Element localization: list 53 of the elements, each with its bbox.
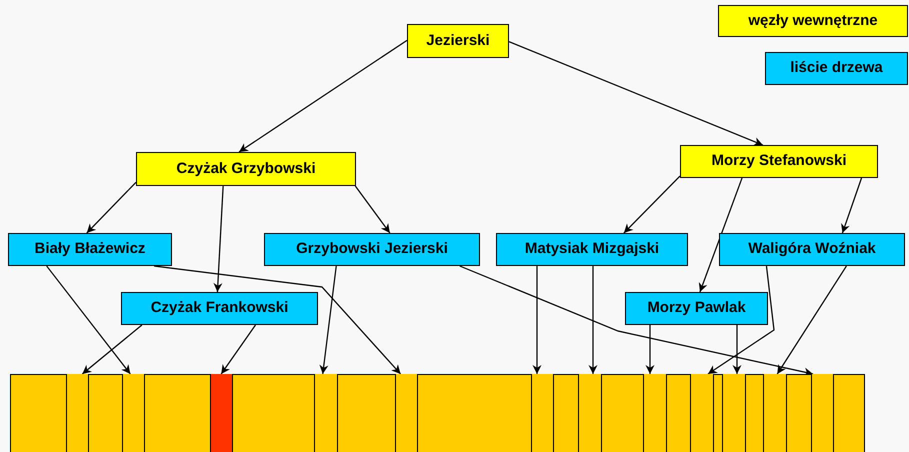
- leaf-node-box: [496, 233, 688, 266]
- node-label: Czyżak Grzybowski: [176, 158, 316, 179]
- file-bar: [10, 374, 865, 452]
- node-label: Matysiak Mizgajski: [524, 239, 660, 260]
- record-cell: [763, 374, 787, 452]
- arrow: [708, 266, 775, 375]
- node-label: Biały Błażewicz: [34, 239, 146, 260]
- record-cell: [122, 374, 145, 452]
- arrow: [623, 176, 680, 234]
- arrow: [698, 178, 743, 292]
- leaf-node-box: [719, 233, 905, 266]
- leaf-node-box: [8, 233, 172, 266]
- record-cell: [690, 374, 714, 452]
- arrow: [82, 324, 142, 374]
- node-label: Czyżak Frankowski: [150, 298, 288, 318]
- arrow: [776, 266, 847, 374]
- record-cell: [210, 374, 233, 452]
- record-cell: [314, 374, 338, 452]
- node-label: Morzy Pawlak: [647, 298, 746, 318]
- node-label: Jezierski: [426, 30, 490, 51]
- arrow: [213, 186, 224, 292]
- record-cell: [578, 374, 602, 452]
- record-cell: [66, 374, 89, 452]
- arrow: [841, 178, 862, 234]
- arrow: [319, 266, 337, 374]
- arrow: [732, 325, 742, 374]
- node-label: Waligóra Woźniak: [748, 239, 876, 260]
- arrow: [86, 182, 136, 234]
- leaf-node-box: [625, 292, 768, 325]
- node-label: Morzy Stefanowski: [711, 151, 847, 172]
- arrow: [46, 266, 131, 374]
- arrow: [354, 186, 390, 234]
- record-cell: [811, 374, 834, 452]
- arrow: [532, 266, 542, 374]
- arrow: [460, 265, 814, 376]
- record-cell: [722, 374, 746, 452]
- internal-node-box: [136, 152, 356, 186]
- arrow: [154, 265, 402, 374]
- internal-node-box: [407, 24, 509, 58]
- arrow: [220, 324, 256, 374]
- leaf-node-box: [121, 292, 318, 325]
- leaf-node-box: [264, 233, 480, 266]
- legend-label: liście drzewa: [790, 58, 883, 78]
- record-cell: [395, 374, 418, 452]
- node-label: Grzybowski Jezierski: [296, 239, 448, 260]
- record-cell: [531, 374, 554, 452]
- legend-label: węzły wewnętrzne: [748, 10, 878, 31]
- record-cell: [643, 374, 667, 452]
- internal-node-box: [680, 145, 878, 178]
- arrow: [238, 40, 408, 152]
- arrow: [508, 41, 764, 146]
- arrow: [588, 266, 598, 374]
- arrow: [646, 325, 654, 374]
